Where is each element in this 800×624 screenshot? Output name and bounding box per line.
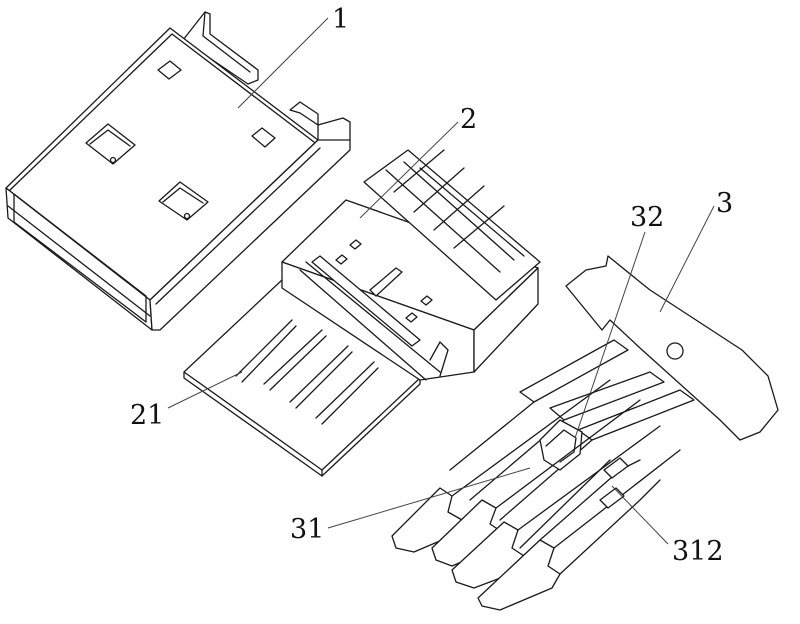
label-31: 31 bbox=[290, 514, 324, 545]
terminal-assembly bbox=[391, 255, 779, 611]
leader-21 bbox=[167, 371, 243, 409]
leader-31 bbox=[327, 467, 531, 529]
label-21: 21 bbox=[130, 400, 164, 431]
leader-3 bbox=[659, 205, 715, 313]
leader-lines bbox=[167, 17, 715, 545]
label-2: 2 bbox=[460, 104, 477, 135]
label-32: 32 bbox=[630, 202, 664, 233]
label-312: 312 bbox=[672, 536, 724, 567]
leader-32 bbox=[574, 231, 646, 439]
leader-2 bbox=[359, 121, 459, 219]
leader-312 bbox=[611, 485, 669, 545]
reference-numerals: 1 2 3 32 21 31 312 bbox=[130, 4, 733, 567]
leader-1 bbox=[237, 17, 329, 109]
label-1: 1 bbox=[332, 4, 349, 35]
metal-shell bbox=[5, 11, 351, 331]
label-3: 3 bbox=[716, 188, 733, 219]
insulating-body bbox=[183, 149, 541, 477]
